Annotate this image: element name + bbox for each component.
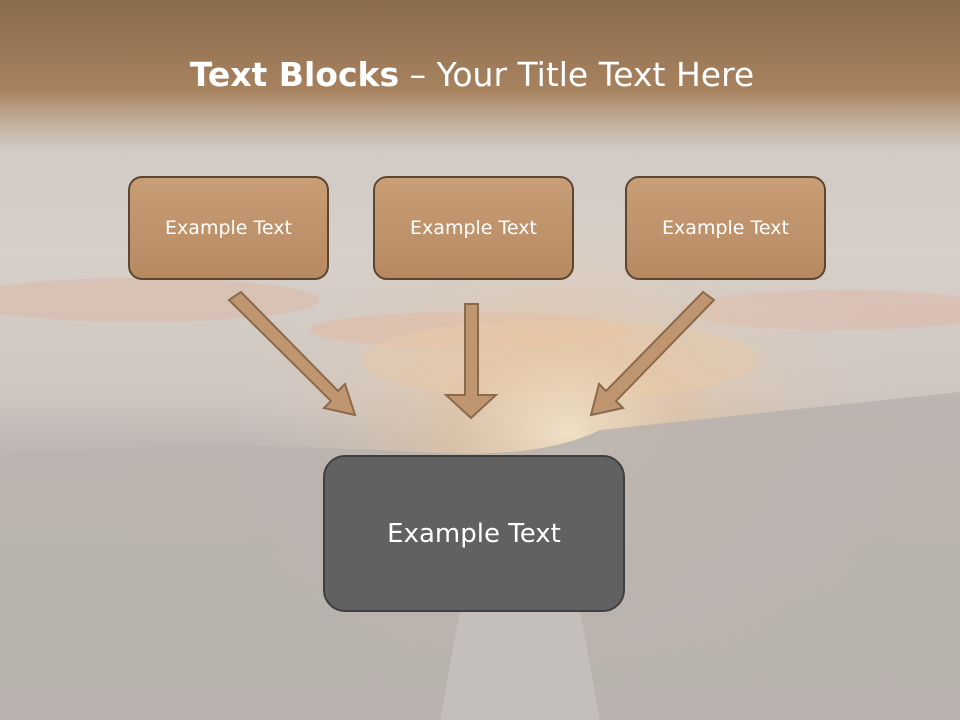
top-text-block-1: Example Text <box>128 176 329 280</box>
top-text-block-2-label: Example Text <box>410 217 537 239</box>
slide-title: Text Blocks – Your Title Text Here <box>0 55 944 94</box>
top-text-block-3: Example Text <box>625 176 826 280</box>
top-text-block-2: Example Text <box>373 176 574 280</box>
top-text-block-3-label: Example Text <box>662 217 789 239</box>
arrow-right-diagonal <box>589 290 716 417</box>
title-bold-part: Text Blocks <box>189 55 400 94</box>
arrow-center-down <box>443 303 499 420</box>
arrow-left-diagonal <box>227 290 357 417</box>
bottom-text-block: Example Text <box>323 455 625 612</box>
title-separator: – <box>399 55 437 94</box>
top-text-block-1-label: Example Text <box>165 217 292 239</box>
title-rest: Your Title Text Here <box>436 55 755 94</box>
bottom-text-block-label: Example Text <box>387 518 561 549</box>
